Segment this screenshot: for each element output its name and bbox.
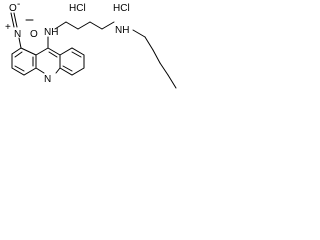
central-ring: [35, 36, 61, 74]
nitro-bonds: [10, 12, 34, 49]
ring-nitrogen: N: [44, 74, 51, 85]
nitro-oxygen-top: O: [9, 3, 17, 14]
propyl-chain: [54, 21, 115, 30]
nitro-oxygen-minus: -: [17, 0, 20, 10]
chemical-structure: O - + N O N NH NH HCl HCl: [5, 0, 177, 89]
nitro-charge: +: [5, 22, 11, 33]
aryl-amine-label: NH: [44, 27, 58, 38]
hcl-label-left: HCl: [69, 3, 86, 14]
nitro-nitrogen: N: [14, 29, 21, 40]
hcl-label-right: HCl: [113, 3, 130, 14]
alkyl-amine-label: NH: [115, 25, 129, 36]
hexyl-chain: [132, 29, 177, 89]
nitro-oxygen-bottom: O: [30, 29, 38, 40]
left-ring: [11, 47, 37, 76]
right-ring: [59, 47, 85, 76]
